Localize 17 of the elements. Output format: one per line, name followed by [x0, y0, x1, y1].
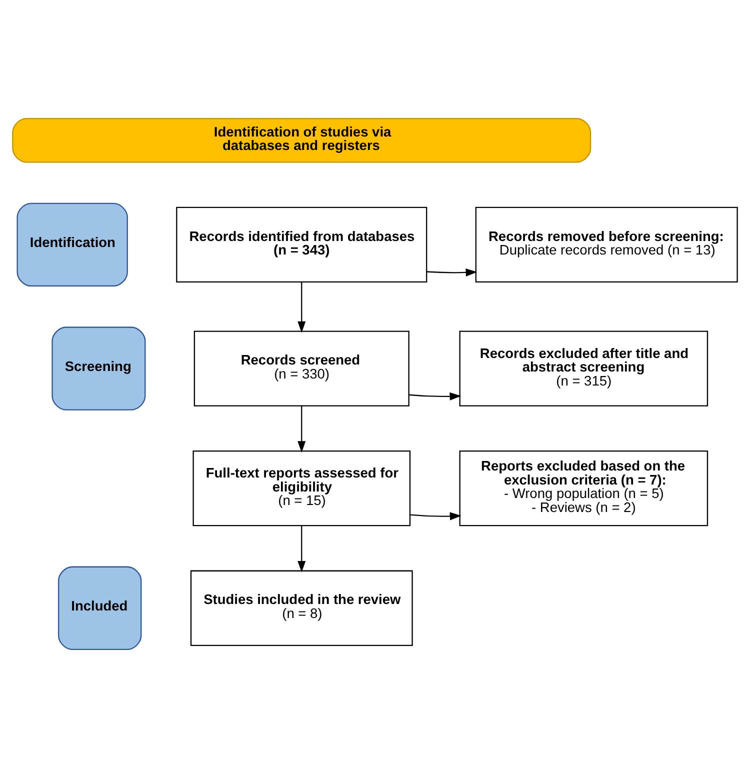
node-box: Records excluded after title and abstract screening (n = 315) [459, 330, 708, 406]
node-box: Reports excluded based on the exclusion criteria (n = 7): - Wrong population (n = 5) - Reviews (n = 2) [459, 450, 708, 526]
node-box: Records removed before screening: Duplicate records removed (n = 13) [475, 206, 738, 283]
arrow [298, 406, 306, 453]
arrow [410, 512, 462, 520]
node-box: Records screened (n = 330) [194, 330, 410, 406]
node-box: Records identified from databases (n = 343) [176, 206, 428, 283]
node-box: Screening [52, 326, 146, 410]
arrow [426, 268, 478, 276]
arrow [298, 282, 306, 333]
node-box: Identification [16, 202, 128, 287]
node-box: Identification of studies via databases and registers [12, 118, 592, 163]
arrow [408, 392, 462, 400]
arrow [298, 526, 306, 572]
node-box: Studies included in the review (n = 8) [190, 570, 413, 646]
node-box: Full-text reports assessed for eligibility (n = 15) [192, 450, 411, 526]
node-box: Included [58, 566, 142, 650]
